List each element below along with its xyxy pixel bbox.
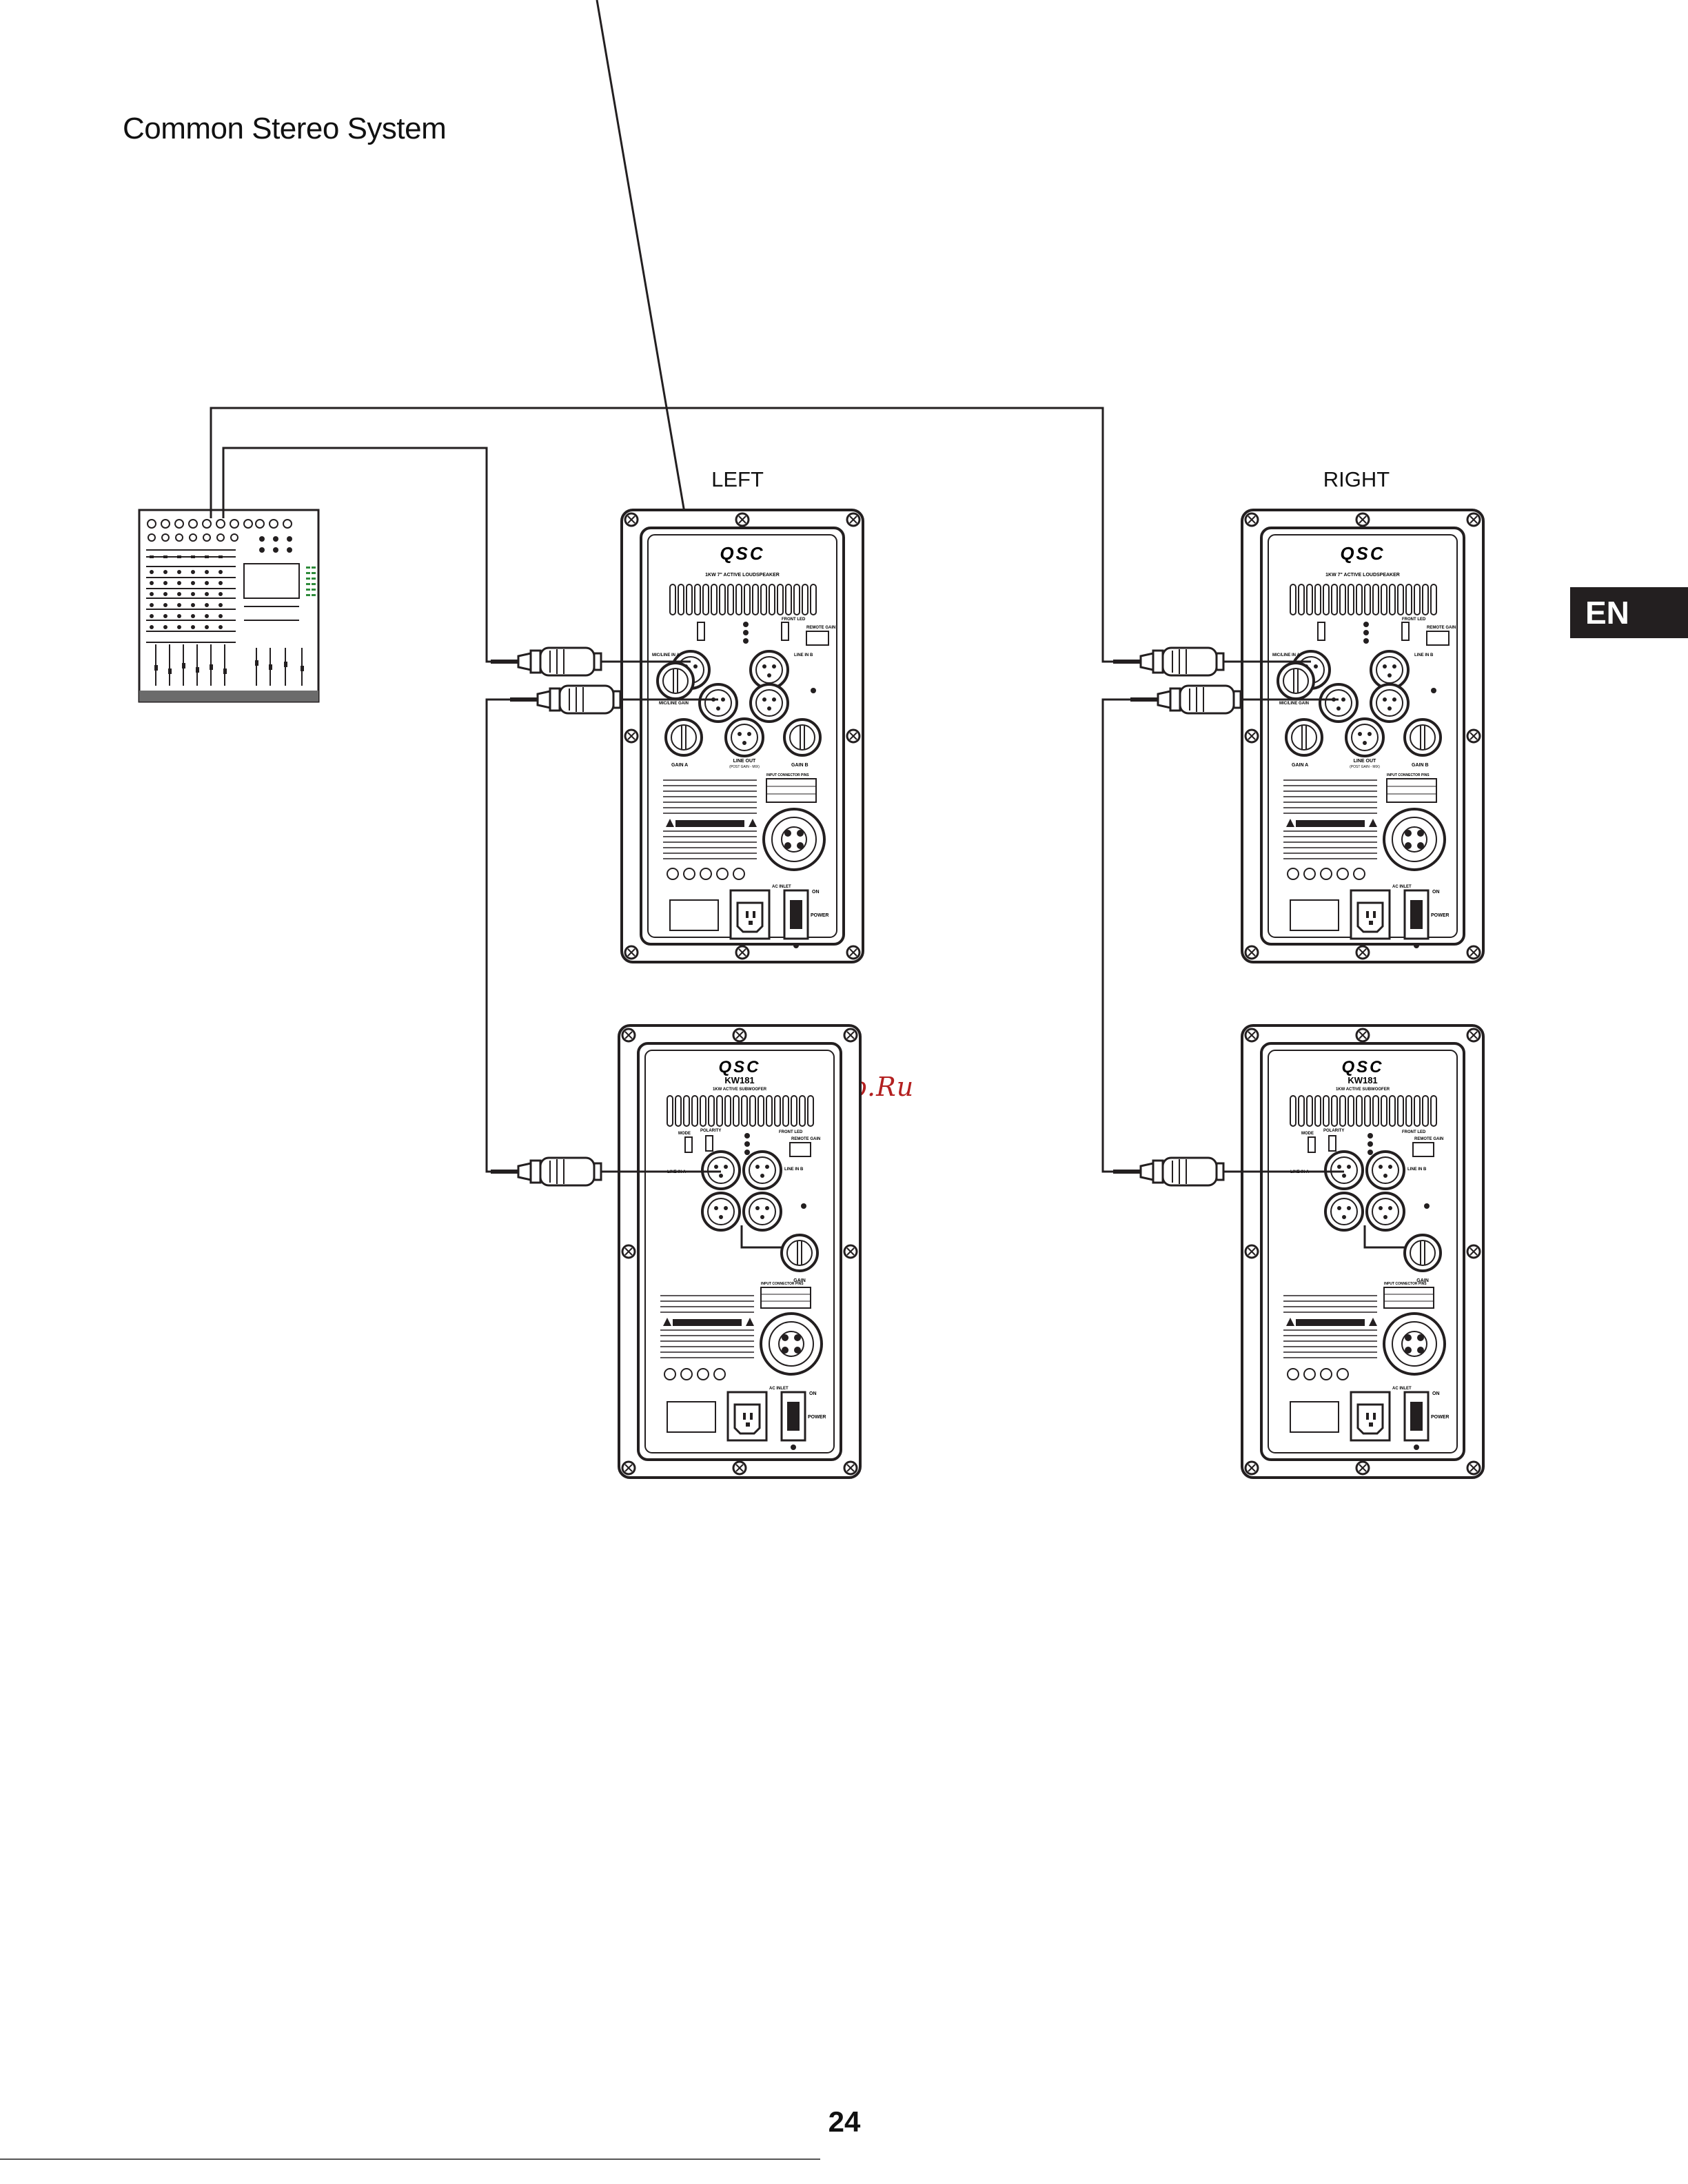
mic-line-in-label: MIC/LINE IN A (652, 653, 680, 657)
page-title: Common Stereo System (123, 112, 447, 145)
ac-inlet-label: AC INLET (772, 885, 791, 889)
ac-inlet-label: AC INLET (1392, 885, 1412, 889)
right-label: RIGHT (1323, 467, 1390, 491)
mode-label: MODE (1301, 1132, 1314, 1136)
gain-label: GAIN (793, 1278, 806, 1283)
ac-inlet-label: AC INLET (1392, 1387, 1412, 1391)
mode-label: MODE (678, 1132, 691, 1136)
left-top-speaker-panel: QSC 1KW 7" ACTIVE LOUDSPEAKER FRONT LED … (622, 510, 863, 962)
mic-line-gain-label: MIC/LINE GAIN (1279, 702, 1309, 706)
line-out-sub-label: (POST GAIN - MIX) (729, 765, 760, 769)
line-in-b-label: LINE IN B (784, 1167, 804, 1172)
line-out-label: LINE OUT (733, 759, 756, 764)
line-in-b-label: LINE IN B (794, 653, 813, 657)
on-label: ON (1432, 1391, 1440, 1396)
gain-a-label: GAIN A (1292, 763, 1308, 768)
ac-inlet-label: AC INLET (769, 1387, 789, 1391)
model-label: KW181 (1348, 1075, 1377, 1085)
front-led-label: FRONT LED (1402, 618, 1426, 622)
on-label: ON (1432, 890, 1440, 895)
brand-logo: QSC (1341, 1058, 1383, 1076)
mixer (138, 509, 320, 703)
left-subwoofer-panel: QSC KW181 1KW ACTIVE SUBWOOFER MODE POLA… (619, 1025, 860, 1478)
page-number: 24 (828, 2105, 861, 2138)
mic-line-in-label: MIC/LINE IN A (1272, 653, 1300, 657)
line-in-b-label: LINE IN B (1407, 1167, 1427, 1172)
remote-gain-label: REMOTE GAIN (806, 626, 835, 630)
right-top-speaker-panel: QSC 1KW 7" ACTIVE LOUDSPEAKER FRONT LED … (1242, 510, 1483, 962)
language-tab[interactable]: EN (1570, 587, 1688, 638)
panel-subtitle: 1KW ACTIVE SUBWOOFER (1336, 1088, 1390, 1092)
polarity-label: POLARITY (700, 1129, 721, 1133)
power-label: POWER (808, 1415, 826, 1420)
remote-gain-label: REMOTE GAIN (791, 1137, 820, 1141)
input-pins-label: INPUT CONNECTOR PINS (1387, 773, 1430, 777)
front-led-label: FRONT LED (782, 618, 806, 622)
polarity-label: POLARITY (1323, 1129, 1344, 1133)
input-pins-label: INPUT CONNECTOR PINS (761, 1282, 804, 1286)
gain-b-label: GAIN B (1412, 763, 1429, 768)
line-in-b-label: LINE IN B (1414, 653, 1434, 657)
brand-logo: QSC (1340, 543, 1385, 564)
remote-gain-label: REMOTE GAIN (1414, 1137, 1443, 1141)
power-label: POWER (811, 913, 828, 918)
gain-a-label: GAIN A (671, 763, 688, 768)
brand-logo: QSC (720, 543, 764, 564)
line-out-label: LINE OUT (1354, 759, 1376, 764)
mic-line-gain-label: MIC/LINE GAIN (659, 702, 689, 706)
power-label: POWER (1431, 1415, 1449, 1420)
brand-logo: QSC (718, 1058, 760, 1076)
front-led-label: FRONT LED (779, 1130, 803, 1134)
line-out-sub-label: (POST GAIN - MIX) (1350, 765, 1380, 769)
panel-subtitle: 1KW ACTIVE SUBWOOFER (713, 1088, 767, 1092)
gain-b-label: GAIN B (791, 763, 809, 768)
gain-label: GAIN (1416, 1278, 1429, 1283)
panel-subtitle: 1KW 7" ACTIVE LOUDSPEAKER (705, 573, 780, 578)
remote-gain-label: REMOTE GAIN (1427, 626, 1456, 630)
input-pins-label: INPUT CONNECTOR PINS (766, 773, 809, 777)
power-label: POWER (1431, 913, 1449, 918)
left-label: LEFT (711, 467, 764, 491)
input-pins-label: INPUT CONNECTOR PINS (1384, 1282, 1427, 1286)
bottom-rule (0, 2159, 820, 2160)
on-label: ON (809, 1391, 817, 1396)
on-label: ON (812, 890, 820, 895)
right-subwoofer-panel: QSC KW181 1KW ACTIVE SUBWOOFER MODE POLA… (1242, 1025, 1483, 1478)
front-led-label: FRONT LED (1402, 1130, 1426, 1134)
model-label: KW181 (724, 1075, 754, 1085)
panel-subtitle: 1KW 7" ACTIVE LOUDSPEAKER (1325, 573, 1400, 578)
